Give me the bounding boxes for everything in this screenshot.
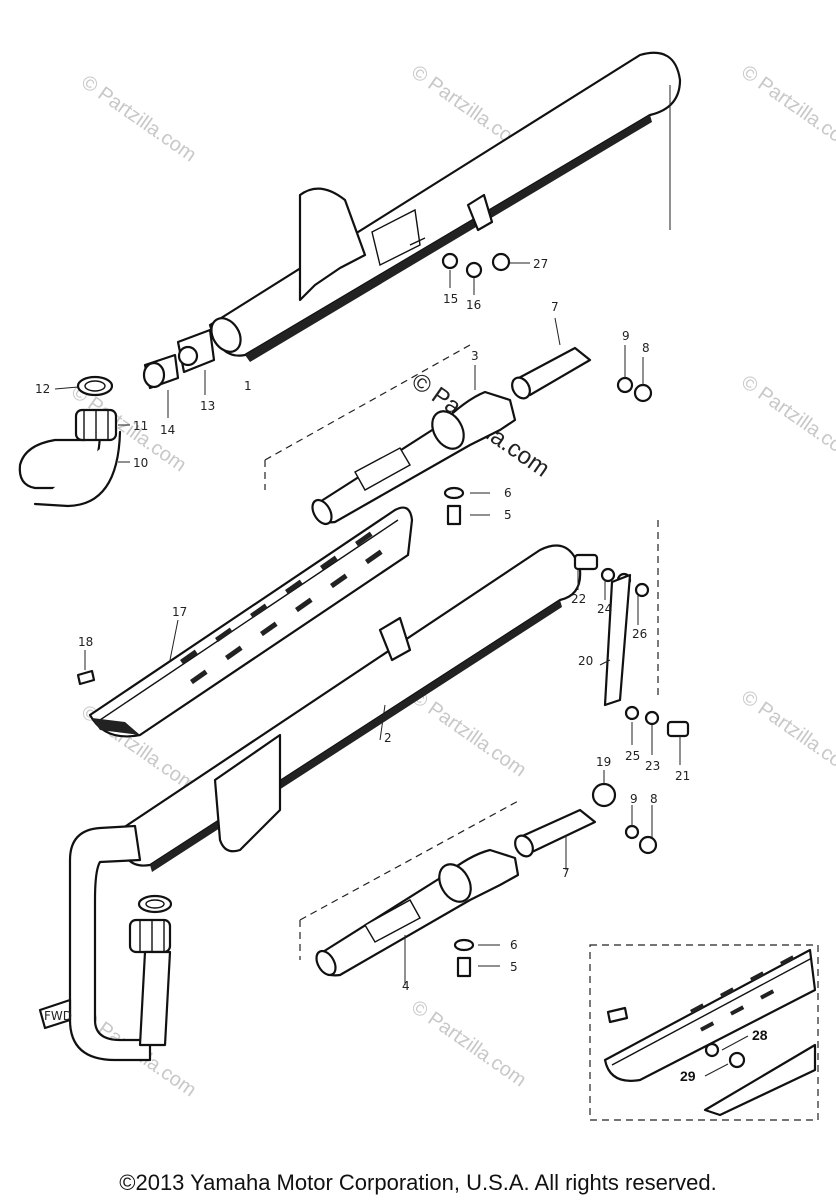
callout-2: 2 bbox=[384, 731, 392, 745]
inner-baffle-lower bbox=[299, 770, 658, 985]
exhaust-pipe-upper bbox=[18, 375, 130, 508]
inner-baffle-upper bbox=[264, 317, 592, 526]
callout-24: 24 bbox=[597, 602, 612, 616]
watermark: © Partzilla.com bbox=[407, 996, 530, 1091]
callout-13: 13 bbox=[200, 399, 215, 413]
upper-muffler bbox=[208, 51, 682, 362]
fasteners-upper bbox=[441, 252, 530, 295]
callout-5a: 5 bbox=[504, 508, 512, 522]
copyright-notice: ©2013 Yamaha Motor Corporation, U.S.A. A… bbox=[119, 1170, 717, 1195]
heat-protector bbox=[76, 506, 414, 738]
callout-21: 21 bbox=[675, 769, 690, 783]
callout-22: 22 bbox=[571, 592, 586, 606]
callout-6b: 6 bbox=[510, 938, 518, 952]
callout-15: 15 bbox=[443, 292, 458, 306]
lower-muffler bbox=[68, 544, 582, 1062]
callout-26: 26 bbox=[632, 627, 647, 641]
watermark: © Partzilla.com bbox=[737, 371, 836, 466]
callout-11: 11 bbox=[133, 419, 148, 433]
callout-3: 3 bbox=[471, 349, 479, 363]
callout-9b: 9 bbox=[630, 792, 638, 806]
bracket-assembly bbox=[573, 520, 690, 765]
callout-19: 19 bbox=[596, 755, 611, 769]
callout-25: 25 bbox=[625, 749, 640, 763]
watermark: © Partzilla.com bbox=[737, 61, 836, 156]
callout-7b: 7 bbox=[562, 866, 570, 880]
callout-8a: 8 bbox=[642, 341, 650, 355]
callout-28: 28 bbox=[752, 1027, 768, 1043]
callout-7a: 7 bbox=[551, 300, 559, 314]
callout-8b: 8 bbox=[650, 792, 658, 806]
callout-29: 29 bbox=[680, 1068, 696, 1084]
callout-10: 10 bbox=[133, 456, 148, 470]
callout-1: 1 bbox=[244, 379, 252, 393]
watermark: © Partzilla.com bbox=[407, 686, 530, 781]
fwd-indicator: FWD bbox=[38, 998, 72, 1030]
callout-17: 17 bbox=[172, 605, 187, 619]
callout-14: 14 bbox=[160, 423, 175, 437]
watermark: © Partzilla.com bbox=[77, 71, 200, 166]
callout-labels: 1 2 3 4 5 5 6 6 7 7 8 8 9 9 10 11 12 13 … bbox=[35, 257, 768, 1084]
watermark: © Partzilla.com bbox=[737, 686, 836, 781]
callout-6a: 6 bbox=[504, 486, 512, 500]
callout-27: 27 bbox=[533, 257, 548, 271]
callout-5b: 5 bbox=[510, 960, 518, 974]
detail-inset bbox=[589, 944, 819, 1121]
callout-12: 12 bbox=[35, 382, 50, 396]
callout-9a: 9 bbox=[622, 329, 630, 343]
fasteners-mid bbox=[443, 345, 653, 526]
callout-20: 20 bbox=[578, 654, 593, 668]
callout-16: 16 bbox=[466, 298, 481, 312]
joint-parts bbox=[142, 328, 216, 418]
callout-18: 18 bbox=[78, 635, 93, 649]
callout-4: 4 bbox=[402, 979, 410, 993]
callout-23: 23 bbox=[645, 759, 660, 773]
fwd-label: FWD bbox=[44, 1009, 72, 1023]
